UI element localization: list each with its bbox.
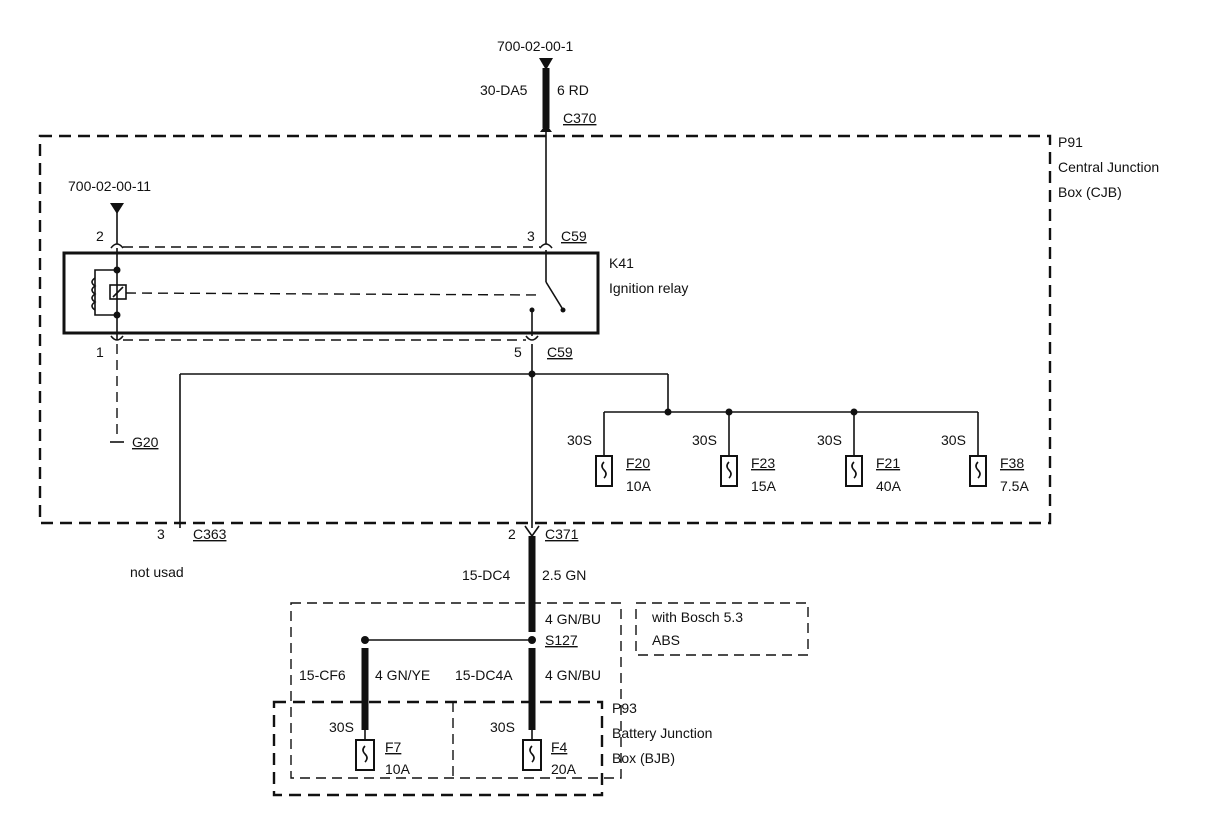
f38-id: F38 xyxy=(1000,455,1024,471)
branch-right-circuit: 15-DC4A xyxy=(455,667,513,683)
pin5-connector-icon xyxy=(525,335,539,341)
c363-label: C363 xyxy=(193,526,227,542)
splice-wire-label: 4 GN/BU xyxy=(545,611,601,627)
fuse-f21 xyxy=(845,412,863,487)
f4-id: F4 xyxy=(551,739,568,755)
pin2-label: 2 xyxy=(96,228,104,244)
relay-ref-label: 700-02-00-11 xyxy=(68,178,151,194)
bjb-boundary xyxy=(272,700,604,797)
pin3-connector-icon xyxy=(539,243,553,249)
branch-right-spec: 4 GN/BU xyxy=(545,667,601,683)
f23-term: 30S xyxy=(692,432,717,448)
coil-winding-icon xyxy=(91,277,97,311)
f21-id: F21 xyxy=(876,455,900,471)
pin3-label: 3 xyxy=(527,228,535,244)
cjb-boundary xyxy=(38,134,1052,525)
branch-left-circuit: 15-CF6 xyxy=(299,667,346,683)
cjb-id: P91 xyxy=(1058,134,1083,150)
c363-pin: 3 xyxy=(157,526,165,542)
out-spec-label: 2.5 GN xyxy=(542,567,586,583)
c371-pin: 2 xyxy=(508,526,516,542)
splice-boundary xyxy=(290,602,622,779)
f38-term: 30S xyxy=(941,432,966,448)
branch-left-spec: 4 GN/YE xyxy=(375,667,430,683)
out-circuit-label: 15-DC4 xyxy=(462,567,510,583)
bjb-name-2: Box (BJB) xyxy=(612,750,675,766)
relay-linkage xyxy=(125,292,541,296)
relay-id: K41 xyxy=(609,255,634,271)
f21-term: 30S xyxy=(817,432,842,448)
f4-rating: 20A xyxy=(551,761,577,777)
top-ref-arrow-icon xyxy=(539,58,553,70)
f4-term: 30S xyxy=(490,719,515,735)
c371-label: C371 xyxy=(545,526,579,542)
cjb-name-2: Box (CJB) xyxy=(1058,184,1122,200)
relay-name: Ignition relay xyxy=(609,280,688,296)
option-box xyxy=(635,602,809,656)
cjb-name-1: Central Junction xyxy=(1058,159,1159,175)
coil-loop xyxy=(94,269,117,316)
splice-id: S127 xyxy=(545,632,578,648)
c370-label: C370 xyxy=(563,110,597,126)
option-label-2: ABS xyxy=(652,632,680,648)
f7-id: F7 xyxy=(385,739,402,755)
fuse-f7 xyxy=(355,730,375,771)
f7-rating: 10A xyxy=(385,761,411,777)
pin2-connector-icon xyxy=(110,243,124,249)
f23-rating: 15A xyxy=(751,478,777,494)
pin1-connector-icon xyxy=(110,335,124,341)
ground-label: G20 xyxy=(132,434,159,450)
option-label: with Bosch 5.3 xyxy=(651,609,743,625)
relay-coil-icon xyxy=(109,284,127,300)
fuse-f23 xyxy=(720,412,738,487)
f21-rating: 40A xyxy=(876,478,902,494)
f7-term: 30S xyxy=(329,719,354,735)
relay-switch-icon xyxy=(545,281,563,309)
top-ref-label: 700-02-00-1 xyxy=(497,38,573,54)
c363-note: not usad xyxy=(130,564,184,580)
fuse-f20 xyxy=(595,412,613,487)
f20-rating: 10A xyxy=(626,478,652,494)
feed-circuit-label: 30-DA5 xyxy=(480,82,528,98)
relay-box xyxy=(62,251,600,335)
relay-ref-arrow-icon xyxy=(110,203,124,214)
f20-id: F20 xyxy=(626,455,650,471)
pin5-label: 5 xyxy=(514,344,522,360)
f20-term: 30S xyxy=(567,432,592,448)
c59-top-label: C59 xyxy=(561,228,587,244)
bjb-id: P93 xyxy=(612,700,637,716)
feed-spec-label: 6 RD xyxy=(557,82,589,98)
c59-bottom-label: C59 xyxy=(547,344,573,360)
bjb-name-1: Battery Junction xyxy=(612,725,712,741)
pin1-label: 1 xyxy=(96,344,104,360)
fuse-f4 xyxy=(522,730,542,771)
fuse-f38 xyxy=(969,412,987,487)
f23-id: F23 xyxy=(751,455,775,471)
f38-rating: 7.5A xyxy=(1000,478,1029,494)
